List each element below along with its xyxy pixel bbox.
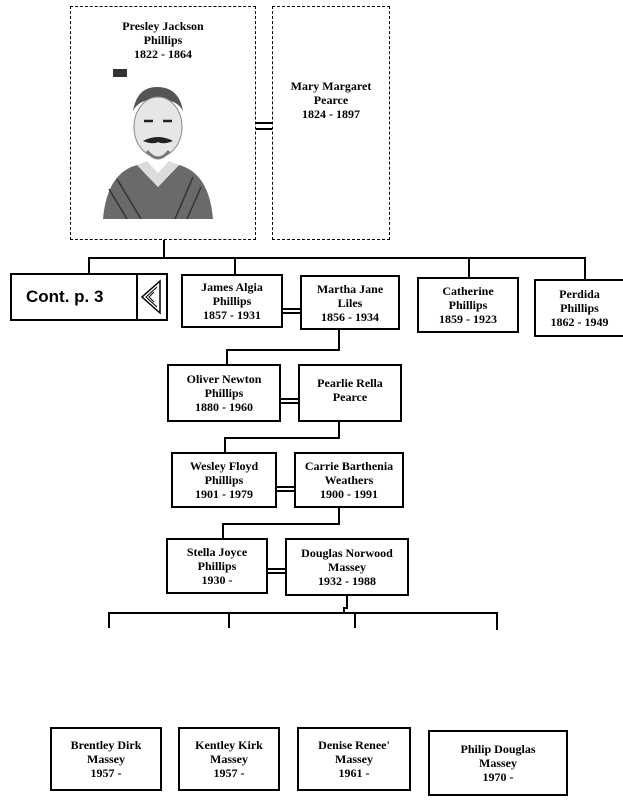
descent-line — [226, 349, 228, 365]
person-carrie-barthenia-weathers: Carrie Barthenia Weathers 1900 - 1991 — [294, 452, 404, 508]
left-arrow-icon — [136, 275, 161, 319]
marriage-connector — [256, 122, 274, 124]
person-surname: Massey — [335, 752, 373, 766]
person-oliver-newton-phillips: Oliver Newton Phillips 1880 - 1960 — [167, 364, 281, 422]
person-name: Catherine — [442, 284, 494, 298]
person-name: Perdida — [559, 287, 600, 301]
drop-line — [108, 612, 110, 628]
drop-line — [496, 612, 498, 630]
person-denise-renee-massey: Denise Renee' Massey 1961 - — [297, 727, 411, 791]
marriage-connector — [281, 398, 299, 404]
descent-line — [346, 596, 348, 608]
person-name: Kentley Kirk — [195, 738, 263, 752]
sibling-bar — [88, 257, 585, 259]
person-dates: 1957 - — [90, 766, 122, 780]
person-dates: 1970 - — [482, 770, 514, 784]
person-dates: 1900 - 1991 — [320, 487, 378, 501]
person-name: Wesley Floyd — [189, 459, 259, 473]
person-name: James Algia — [201, 280, 263, 294]
person-stella-joyce-phillips: Stella Joyce Phillips 1930 - — [166, 538, 268, 594]
person-surname: Massey — [328, 560, 366, 574]
person-dates: 1824 - 1897 — [302, 107, 360, 121]
person-name: Philip Douglas — [460, 742, 536, 756]
descent-line — [343, 607, 345, 613]
person-dates: 1859 - 1923 — [439, 312, 497, 326]
sibling-bar — [108, 612, 497, 614]
person-dates: 1932 - 1988 — [318, 574, 376, 588]
portrait-photo — [97, 69, 215, 219]
person-surname: Phillips — [212, 294, 252, 308]
person-wesley-floyd-phillips: Wesley Floyd Phillips 1901 - 1979 — [171, 452, 277, 508]
marriage-connector — [277, 486, 295, 492]
drop-line — [234, 257, 236, 275]
descent-line — [163, 240, 165, 258]
person-surname: Massey — [87, 752, 125, 766]
person-dates: 1857 - 1931 — [203, 308, 261, 322]
person-dates: 1957 - — [213, 766, 245, 780]
descent-line — [226, 349, 340, 351]
person-kentley-kirk-massey: Kentley Kirk Massey 1957 - — [178, 727, 280, 791]
person-name: Denise Renee' — [318, 738, 390, 752]
descent-line — [222, 523, 224, 539]
marriage-connector — [283, 308, 301, 314]
person-name: Carrie Barthenia — [304, 459, 394, 473]
continuation-label: Cont. p. 3 — [26, 287, 104, 306]
person-name: Presley Jackson — [122, 19, 204, 33]
person-mary-margaret-pearce: Mary Margaret Pearce 1824 - 1897 — [272, 6, 390, 240]
drop-line — [584, 257, 586, 279]
person-surname: Phillips — [560, 301, 599, 315]
drop-line — [468, 257, 470, 277]
person-surname: Massey — [479, 756, 517, 770]
descent-line — [338, 508, 340, 524]
person-dates: 1856 - 1934 — [321, 309, 379, 324]
marriage-connector — [256, 128, 274, 130]
person-surname: Phillips — [204, 386, 244, 400]
descent-line — [224, 437, 226, 453]
person-name: Douglas Norwood — [301, 546, 393, 560]
person-dates: 1930 - — [201, 573, 233, 587]
person-catherine-phillips: Catherine Phillips 1859 - 1923 — [417, 277, 519, 333]
marriage-connector — [268, 568, 286, 574]
person-brentley-dirk-massey: Brentley Dirk Massey 1957 - — [50, 727, 162, 791]
person-dates: 1862 - 1949 — [550, 315, 609, 329]
descent-line — [338, 330, 340, 350]
person-name: Mary Margaret — [290, 79, 372, 93]
descent-line — [338, 422, 340, 438]
person-dates: 1822 - 1864 — [134, 47, 192, 61]
continuation-link-box[interactable]: Cont. p. 3 — [10, 273, 168, 321]
person-dates: 1961 - — [338, 766, 370, 780]
drop-line — [88, 257, 90, 273]
person-surname: Phillips — [448, 298, 488, 312]
person-name: Martha Jane — [316, 281, 384, 296]
person-name: Stella Joyce — [186, 545, 248, 559]
person-martha-jane-liles: Martha Jane Liles 1856 - 1934 — [300, 275, 400, 330]
person-dates: 1901 - 1979 — [195, 487, 253, 501]
person-surname: Weathers — [324, 473, 374, 487]
person-surname: Phillips — [204, 473, 244, 487]
drop-line — [228, 612, 230, 628]
person-surname: Pearce — [332, 390, 368, 404]
person-name: Pearlie Rella — [317, 376, 383, 390]
person-dates: 1880 - 1960 — [195, 400, 253, 414]
person-pearlie-rella-pearce: Pearlie Rella Pearce — [298, 364, 402, 422]
person-name: Oliver Newton — [186, 372, 262, 386]
person-surname: Liles — [337, 295, 363, 310]
person-philip-douglas-massey: Philip Douglas Massey 1970 - — [428, 730, 568, 796]
drop-line — [354, 612, 356, 628]
person-surname: Massey — [210, 752, 248, 766]
person-perdida-phillips: Perdida Phillips 1862 - 1949 — [534, 279, 623, 337]
person-surname: Phillips — [197, 559, 237, 573]
descent-line — [224, 437, 340, 439]
person-surname: Phillips — [143, 33, 183, 47]
descent-line — [343, 607, 348, 609]
person-douglas-norwood-massey: Douglas Norwood Massey 1932 - 1988 — [285, 538, 409, 596]
person-presley-jackson-phillips: Presley Jackson Phillips 1822 - 1864 — [70, 6, 256, 240]
person-james-algia-phillips: James Algia Phillips 1857 - 1931 — [181, 274, 283, 328]
descent-line — [222, 523, 340, 525]
person-surname: Pearce — [313, 93, 349, 107]
person-name: Brentley Dirk — [70, 738, 142, 752]
